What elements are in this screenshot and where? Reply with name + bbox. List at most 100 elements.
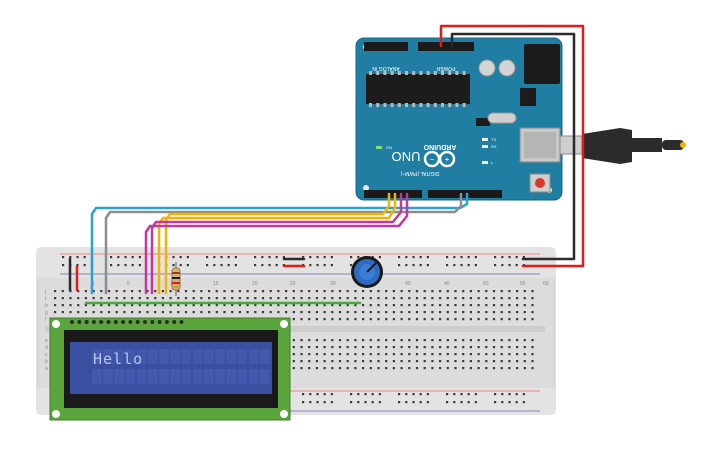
breadboard-hole[interactable] <box>154 311 157 314</box>
breadboard-hole[interactable] <box>107 304 111 307</box>
breadboard-hole[interactable] <box>423 318 426 321</box>
breadboard-hole[interactable] <box>302 256 305 259</box>
breadboard-hole[interactable] <box>400 304 403 307</box>
lcd-pin[interactable] <box>91 320 96 324</box>
breadboard-hole[interactable] <box>531 360 534 363</box>
breadboard-hole[interactable] <box>392 367 395 370</box>
breadboard-hole[interactable] <box>246 311 249 314</box>
breadboard-hole[interactable] <box>308 297 311 300</box>
breadboard-hole[interactable] <box>362 297 365 300</box>
breadboard-hole[interactable] <box>54 304 57 307</box>
breadboard-hole[interactable] <box>408 290 411 293</box>
breadboard-hole[interactable] <box>474 401 477 404</box>
breadboard-hole[interactable] <box>323 393 326 396</box>
lcd-module[interactable]: Hello <box>49 317 291 421</box>
breadboard-hole[interactable] <box>501 393 504 396</box>
breadboard-hole[interactable] <box>350 401 353 404</box>
breadboard-hole[interactable] <box>439 297 442 300</box>
breadboard-hole[interactable] <box>331 311 334 314</box>
breadboard-hole[interactable] <box>269 297 272 300</box>
breadboard-hole[interactable] <box>477 353 480 356</box>
breadboard-hole[interactable] <box>508 318 511 321</box>
breadboard-hole[interactable] <box>338 311 342 314</box>
breadboard-hole[interactable] <box>392 318 395 321</box>
breadboard-hole[interactable] <box>385 339 388 342</box>
breadboard-hole[interactable] <box>462 290 465 293</box>
breadboard-hole[interactable] <box>469 311 472 314</box>
breadboard-hole[interactable] <box>369 346 372 349</box>
breadboard-hole[interactable] <box>354 297 357 300</box>
breadboard-hole[interactable] <box>501 256 504 259</box>
breadboard-hole[interactable] <box>515 264 518 267</box>
lcd-pin[interactable] <box>157 320 162 324</box>
lcd-pin[interactable] <box>164 320 169 324</box>
breadboard-hole[interactable] <box>408 311 411 314</box>
breadboard-hole[interactable] <box>523 339 526 342</box>
breadboard-hole[interactable] <box>338 353 342 356</box>
breadboard-hole[interactable] <box>494 256 497 259</box>
breadboard-hole[interactable] <box>431 346 434 349</box>
breadboard-hole[interactable] <box>169 290 172 293</box>
breadboard-hole[interactable] <box>269 290 272 293</box>
breadboard-hole[interactable] <box>500 339 503 342</box>
breadboard-hole[interactable] <box>362 311 365 314</box>
breadboard-hole[interactable] <box>107 311 111 314</box>
breadboard-hole[interactable] <box>439 311 442 314</box>
breadboard-hole[interactable] <box>423 297 426 300</box>
breadboard-hole[interactable] <box>362 360 365 363</box>
breadboard-hole[interactable] <box>439 367 442 370</box>
breadboard-hole[interactable] <box>453 264 456 267</box>
breadboard-hole[interactable] <box>467 256 470 259</box>
breadboard-hole[interactable] <box>192 304 195 307</box>
breadboard-hole[interactable] <box>354 304 357 307</box>
breadboard-hole[interactable] <box>123 297 126 300</box>
breadboard-hole[interactable] <box>331 353 334 356</box>
wire-yellow-2[interactable] <box>157 192 397 295</box>
breadboard-hole[interactable] <box>338 339 342 342</box>
breadboard-hole[interactable] <box>508 353 511 356</box>
breadboard-hole[interactable] <box>177 304 180 307</box>
breadboard-hole[interactable] <box>261 256 264 259</box>
breadboard-hole[interactable] <box>462 346 465 349</box>
breadboard-hole[interactable] <box>423 346 426 349</box>
breadboard-hole[interactable] <box>485 353 488 356</box>
breadboard-hole[interactable] <box>138 256 141 259</box>
breadboard-hole[interactable] <box>400 311 403 314</box>
breadboard-hole[interactable] <box>426 393 429 396</box>
breadboard-hole[interactable] <box>308 367 311 370</box>
breadboard-hole[interactable] <box>115 290 118 293</box>
breadboard-hole[interactable] <box>268 256 271 259</box>
breadboard-hole[interactable] <box>350 264 353 267</box>
breadboard-hole[interactable] <box>492 304 496 307</box>
breadboard-hole[interactable] <box>131 311 134 314</box>
breadboard-hole[interactable] <box>467 401 470 404</box>
breadboard-hole[interactable] <box>350 393 353 396</box>
breadboard-hole[interactable] <box>516 304 519 307</box>
breadboard-hole[interactable] <box>179 264 182 267</box>
breadboard-hole[interactable] <box>285 297 288 300</box>
breadboard-hole[interactable] <box>330 256 333 259</box>
breadboard-hole[interactable] <box>269 311 272 314</box>
breadboard-hole[interactable] <box>469 367 472 370</box>
breadboard-hole[interactable] <box>508 367 511 370</box>
breadboard-hole[interactable] <box>400 367 403 370</box>
breadboard-hole[interactable] <box>485 297 488 300</box>
breadboard-hole[interactable] <box>131 304 134 307</box>
breadboard-hole[interactable] <box>331 367 334 370</box>
breadboard-hole[interactable] <box>84 311 87 314</box>
breadboard-hole[interactable] <box>474 393 477 396</box>
breadboard-hole[interactable] <box>419 256 422 259</box>
breadboard-hole[interactable] <box>285 311 288 314</box>
breadboard-hole[interactable] <box>179 256 182 259</box>
breadboard-hole[interactable] <box>315 290 318 293</box>
breadboard-hole[interactable] <box>531 339 534 342</box>
breadboard-hole[interactable] <box>186 256 189 259</box>
breadboard-hole[interactable] <box>292 367 295 370</box>
breadboard-hole[interactable] <box>357 256 360 259</box>
breadboard-hole[interactable] <box>346 360 349 363</box>
breadboard-hole[interactable] <box>223 290 226 293</box>
breadboard-hole[interactable] <box>508 360 511 363</box>
breadboard-hole[interactable] <box>169 304 172 307</box>
breadboard-hole[interactable] <box>378 401 381 404</box>
lcd-pin[interactable] <box>84 320 89 324</box>
